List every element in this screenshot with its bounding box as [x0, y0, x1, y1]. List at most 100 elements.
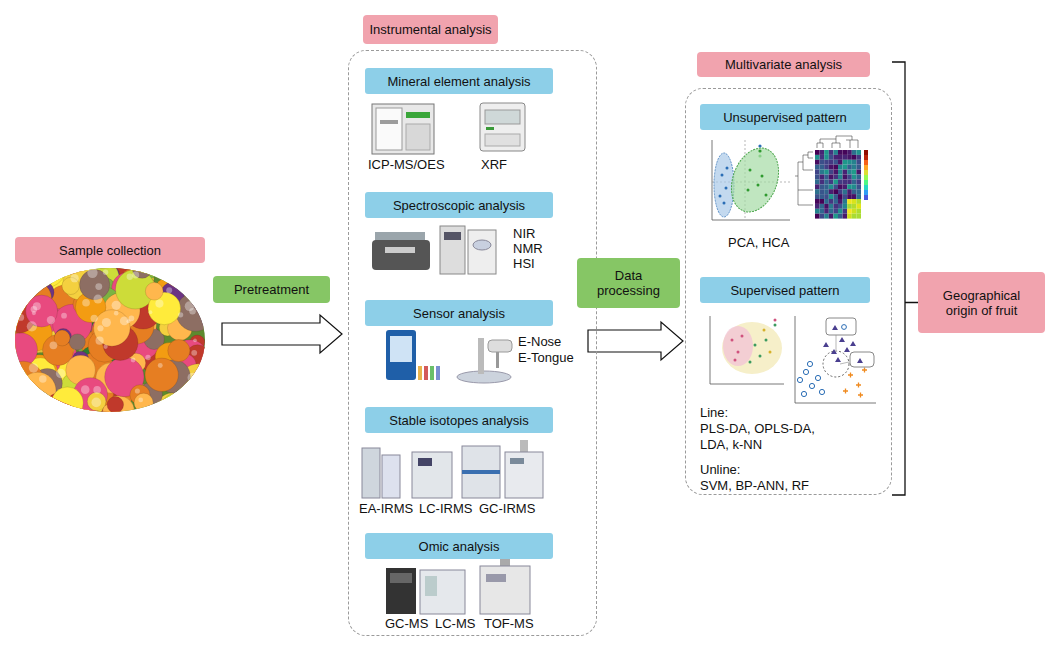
fruit-photo-part — [87, 268, 97, 278]
fruit-photo-part — [149, 310, 153, 314]
heatmap-plot-part — [847, 184, 852, 189]
heatmap-plot-part — [856, 160, 861, 165]
knn-plot-part — [842, 325, 847, 330]
box-label: Supervised pattern — [730, 283, 839, 298]
ms-instruments-part — [486, 574, 506, 582]
heatmap-plot-part — [820, 160, 825, 165]
heatmap-plot-part — [824, 150, 829, 155]
heatmap-plot-part — [864, 185, 868, 190]
box-label: Stable isotopes analysis — [389, 413, 528, 428]
fruit-photo-part — [135, 388, 140, 393]
heatmap-plot-part — [820, 194, 825, 199]
heatmap-plot-part — [829, 179, 834, 184]
heatmap-plot-part — [843, 170, 848, 175]
heatmap-plot — [795, 136, 868, 219]
knn-plot-part — [815, 375, 820, 380]
heatmap-plot-part — [829, 170, 834, 175]
fruit-photo-part — [145, 282, 163, 300]
heatmap-plot-part — [824, 199, 829, 204]
heatmap-plot-part — [847, 194, 852, 199]
pca-plot-part — [765, 194, 768, 197]
heatmap-plot-part — [838, 165, 843, 170]
heatmap-plot-part — [852, 175, 857, 180]
heatmap-plot-part — [833, 199, 838, 204]
lda-plot-part — [749, 361, 752, 364]
fruit-photo — [0, 250, 219, 429]
heatmap-plot-part — [852, 179, 857, 184]
instrument-label: SVM, BP-ANN, RF — [700, 478, 809, 494]
knn-plot-part — [823, 351, 849, 377]
heatmap-plot-part — [838, 214, 843, 219]
nmr-instrument — [440, 226, 496, 274]
fruit-photo-part — [8, 331, 15, 338]
nmr-instrument-part — [473, 240, 491, 250]
text-label: ICP-MS/OES — [368, 157, 445, 172]
heatmap-plot-part — [815, 199, 820, 204]
text-label: NIR — [513, 226, 535, 241]
section-heading: Multivariate analysis — [697, 52, 870, 77]
heatmap-plot-part — [820, 175, 825, 180]
fruit-photo-part — [34, 398, 60, 424]
heatmap-plot-part — [856, 150, 861, 155]
fruit-photo-part — [193, 392, 198, 397]
fruit-photo-part — [132, 271, 139, 278]
instrument-label: HSI — [513, 256, 535, 272]
pca-plot-part — [723, 141, 787, 218]
fruit-photo-part — [96, 337, 104, 345]
lda-plot-part — [737, 351, 740, 354]
heatmap-plot-part — [852, 150, 857, 155]
heatmap-plot-part — [847, 175, 852, 180]
heatmap-plot-part — [847, 150, 852, 155]
fruit-photo-part — [9, 295, 26, 312]
fruit-photo-part — [162, 394, 187, 419]
heatmap-plot-part — [843, 165, 848, 170]
heatmap-plot-part — [833, 160, 838, 165]
heatmap-plot-part — [852, 199, 857, 204]
heatmap-plot-part — [833, 204, 838, 209]
stage-box: Sample collection — [15, 237, 205, 263]
icp-instrument-part — [406, 112, 430, 118]
heatmap-plot-part — [864, 190, 868, 195]
irms-instruments-part — [462, 470, 500, 474]
text-label: NMR — [513, 241, 543, 256]
e-nose-device-part — [436, 366, 440, 380]
pca-plot-part — [747, 189, 750, 192]
knn-plot-part — [797, 377, 802, 382]
instrument-label: TOF-MS — [484, 616, 534, 632]
heatmap-plot-part — [795, 152, 813, 205]
nmr-instrument-part — [444, 232, 461, 240]
lda-plot-part — [710, 316, 711, 384]
heatmap-plot-part — [838, 179, 843, 184]
fruit-photo-part — [97, 325, 103, 331]
heatmap-plot-part — [815, 165, 820, 170]
heatmap-plot-part — [843, 199, 848, 204]
fruit-photo-part — [188, 373, 198, 383]
fruit-photo-part — [82, 299, 90, 307]
heatmap-plot-part — [864, 155, 868, 160]
heatmap-plot-part — [843, 179, 848, 184]
irms-instruments-part — [362, 448, 380, 498]
fruit-photo-part — [94, 310, 130, 346]
heatmap-plot-part — [833, 155, 838, 160]
fruit-photo-part — [64, 406, 78, 420]
lda-plot-part — [722, 322, 782, 374]
heatmap-plot-part — [833, 184, 838, 189]
heatmap-plot-part — [820, 170, 825, 175]
heatmap-plot-part — [833, 179, 838, 184]
heatmap-plot-part — [847, 204, 852, 209]
knn-plot-part — [843, 368, 867, 398]
fruit-photo-part — [27, 321, 37, 331]
fruit-photo-part — [103, 345, 107, 349]
category-box: Omic analysis — [365, 533, 553, 559]
xrf-instrument-part — [485, 110, 520, 124]
pca-plot-part — [758, 154, 761, 157]
fruit-photo-part — [39, 375, 47, 383]
category-box: Unsupervised pattern — [700, 104, 870, 130]
instrument-label: LC-MS — [435, 616, 475, 632]
box-label: Pretreatment — [234, 282, 309, 297]
heatmap-plot-part — [824, 214, 829, 219]
e-nose-device-part — [430, 366, 434, 380]
heatmap-plot-part — [847, 199, 852, 204]
